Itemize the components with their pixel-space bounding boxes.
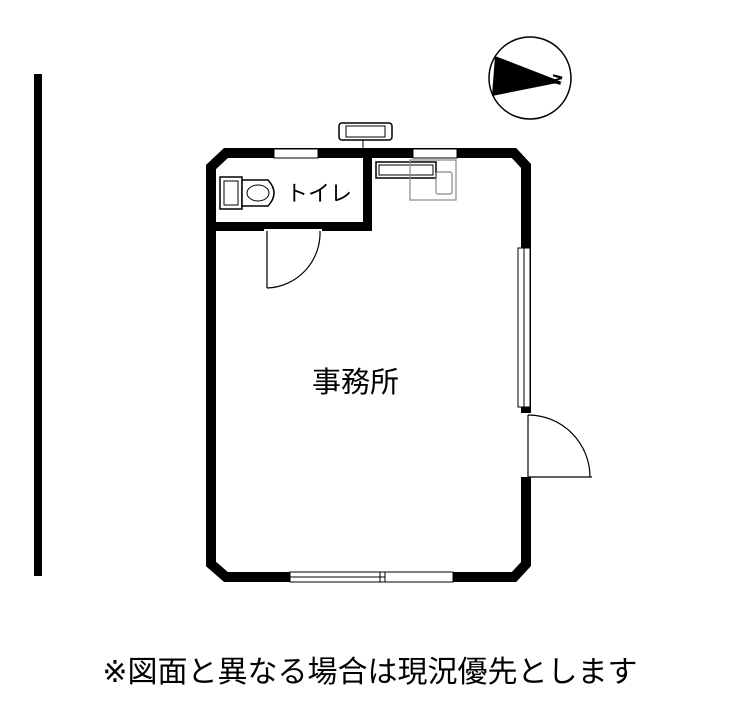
window-bottom bbox=[289, 571, 454, 583]
toilet-wall-right bbox=[363, 153, 372, 231]
north-label: N bbox=[549, 73, 566, 87]
window-top-right bbox=[412, 148, 458, 159]
toilet-door bbox=[264, 229, 322, 289]
compass-icon: N bbox=[488, 36, 572, 120]
disclaimer-note: ※図面と異なる場合は現況優先とします bbox=[102, 655, 638, 690]
outer-wall bbox=[206, 148, 531, 582]
window-top-left bbox=[273, 148, 319, 159]
kitchenette bbox=[375, 159, 457, 201]
entrance-door bbox=[520, 413, 592, 478]
window-right bbox=[517, 247, 531, 408]
toilet-wall-bottom bbox=[211, 222, 372, 231]
outdoor-unit bbox=[338, 122, 393, 150]
toilet-label: トイレ bbox=[286, 182, 352, 207]
office-label: 事務所 bbox=[312, 365, 399, 399]
boundary-line bbox=[34, 74, 42, 576]
toilet-icon bbox=[219, 176, 275, 210]
